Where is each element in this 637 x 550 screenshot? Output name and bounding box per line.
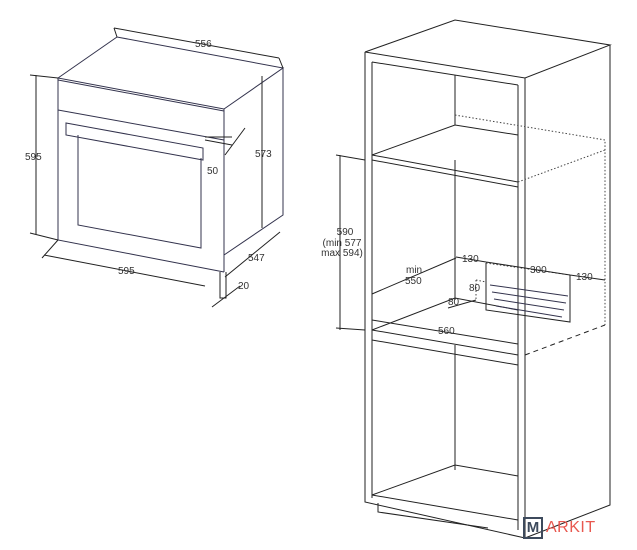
cabinet-inner-frame xyxy=(371,62,519,530)
cabinet-inner-top xyxy=(371,61,519,86)
control-panel-line xyxy=(57,109,225,141)
dim-80-depth: 80 xyxy=(448,297,460,308)
dim-130-right: 130 xyxy=(576,272,593,283)
door-handle xyxy=(65,122,204,161)
oven-front xyxy=(57,78,225,273)
cabinet-front xyxy=(364,52,526,539)
lower-compartment xyxy=(371,345,519,521)
door-edge xyxy=(219,272,227,299)
dim-line-560 xyxy=(371,319,519,345)
cabinet-plinth xyxy=(377,503,489,529)
cabinet-side xyxy=(524,45,611,539)
dim-line-550 xyxy=(371,257,457,295)
dim-573: 573 xyxy=(255,149,272,160)
dim-300: 300 xyxy=(530,265,547,276)
dim-50: 50 xyxy=(207,166,219,177)
oven-top-front-edge xyxy=(57,79,225,112)
dim-547: 547 xyxy=(248,253,265,264)
markit-logo: M ARKIT xyxy=(523,517,596,539)
dim-line-80-depth xyxy=(447,299,477,309)
dim-line-547 xyxy=(224,231,281,278)
dim-min-label: min xyxy=(406,265,422,276)
dim-line-595-width xyxy=(41,239,206,287)
dim-590: 590 xyxy=(337,227,354,238)
door-window xyxy=(77,135,202,249)
vent-hatching xyxy=(489,284,569,318)
dim-20: 20 xyxy=(238,281,250,292)
oven-side xyxy=(223,68,284,256)
dim-line-vent-width xyxy=(455,256,606,281)
cabinet-drawing: 590 (min 577 max 594) min 550 560 130 30… xyxy=(321,19,612,539)
dim-line-50 xyxy=(204,127,246,156)
dim-560: 560 xyxy=(438,326,455,337)
dim-ext-556 xyxy=(113,27,284,69)
dim-595-width: 595 xyxy=(118,266,135,277)
dim-line-20 xyxy=(211,285,241,308)
lower-shelf xyxy=(371,339,519,366)
upper-shelf xyxy=(371,75,519,188)
dim-130-left: 130 xyxy=(462,254,479,265)
oven-top xyxy=(56,36,285,110)
vent-opening xyxy=(485,263,571,323)
dim-550: 550 xyxy=(405,276,422,287)
niche-dashed-edge xyxy=(524,324,606,356)
niche-hidden-outline xyxy=(454,114,606,325)
dim-80-height: 80 xyxy=(469,283,481,294)
dim-line-595-height xyxy=(29,74,59,241)
logo-text: ARKIT xyxy=(546,519,596,536)
dim-556: 556 xyxy=(195,39,212,50)
dim-line-556 xyxy=(113,27,280,59)
cabinet-top xyxy=(364,19,612,79)
logo-letter: M xyxy=(523,517,543,539)
dim-595-height: 595 xyxy=(25,152,42,163)
dim-line-590 xyxy=(335,154,366,331)
oven-drawing: 556 595 573 50 595 547 20 xyxy=(25,27,285,308)
dim-590-max: max 594) xyxy=(321,248,363,259)
dim-590-min: (min 577 xyxy=(323,238,362,249)
